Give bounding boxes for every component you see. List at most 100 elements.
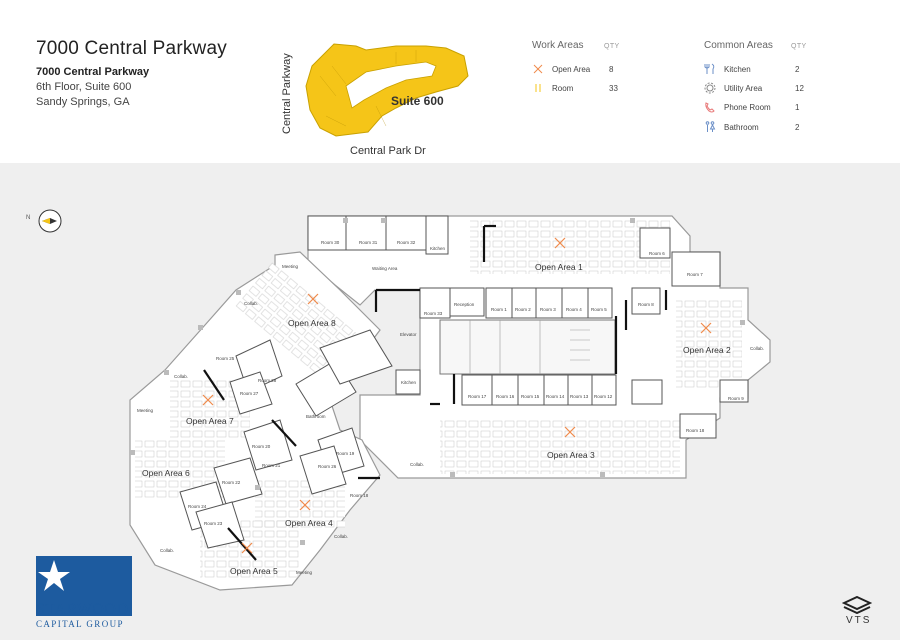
open-area-6-label: Open Area 6 <box>142 468 190 478</box>
room-10 <box>679 413 717 439</box>
room-17 <box>461 374 493 406</box>
room-23 <box>195 501 245 549</box>
work-areas-legend: Work Areas QTY Open Area 8 Room 33 <box>532 40 652 110</box>
legend-qty: 12 <box>795 84 804 93</box>
room-6-label: Room 6 <box>649 251 665 256</box>
room-22 <box>213 457 263 505</box>
room-20-label: Room 20 <box>252 444 271 449</box>
room-8 <box>631 287 661 315</box>
legend-item-open-area: Open Area <box>532 63 590 75</box>
room-17-label: Room 17 <box>468 394 487 399</box>
room-16-label: Room 16 <box>496 394 515 399</box>
legend-item-room: Room <box>532 82 573 94</box>
starwood-logo <box>36 556 132 616</box>
floor-plan: Open Area 1 Open Area 2 Open Area 3 Open… <box>129 215 771 591</box>
room-5-label: Room 5 <box>591 307 607 312</box>
room-7 <box>671 251 721 287</box>
room-14 <box>543 374 569 406</box>
suite-label: Suite 600 <box>391 94 444 108</box>
legend-item-utility: Utility Area <box>704 82 762 94</box>
desk-field <box>470 218 670 274</box>
room-23-label: Room 23 <box>204 521 223 526</box>
room-19-label: Room 19 <box>336 451 355 456</box>
logo-line-2: CAPITAL GROUP <box>36 619 124 629</box>
room-31 <box>345 215 387 251</box>
room-1-label: Room 1 <box>491 307 507 312</box>
street-vertical-label: Central Parkway <box>281 53 293 134</box>
vts-logo-icon <box>841 595 873 619</box>
room-18-label: Room 18 <box>350 493 369 498</box>
open-area-icon <box>532 63 544 75</box>
room-30 <box>307 215 347 251</box>
room-4 <box>561 287 589 319</box>
open-area-8-label: Open Area 8 <box>288 318 336 328</box>
room-1 <box>485 287 513 319</box>
room-25-label: Room 25 <box>216 356 235 361</box>
room-11 <box>631 379 663 405</box>
room-18-east-label: Room 18 <box>686 428 705 433</box>
collab-south-label: Collab. <box>160 548 174 553</box>
room-33-label: Room 33 <box>424 311 443 316</box>
waiting-area-label: Waiting Area <box>372 266 398 271</box>
room-7-label: Room 7 <box>687 272 703 277</box>
utility-icon <box>704 82 716 94</box>
legend-item-kitchen: Kitchen <box>704 63 751 75</box>
room-28-label: Room 28 <box>258 378 277 383</box>
desk-field <box>676 300 742 390</box>
logo-line-1: STARWOOD <box>36 601 129 618</box>
meeting-north-label: Meeting <box>282 264 299 269</box>
room-8-label: Room 8 <box>638 302 654 307</box>
collab-southeast-label: Collab. <box>334 534 348 539</box>
collab-east-label: Collab. <box>750 346 764 351</box>
room-24-label: Room 24 <box>188 504 207 509</box>
address-line-1: 7000 Central Parkway <box>36 66 150 78</box>
room-16 <box>491 374 519 406</box>
collab-center-label: Collab. <box>410 462 424 467</box>
room-22-label: Room 22 <box>222 480 241 485</box>
open-area-3-label: Open Area 3 <box>547 450 595 460</box>
common-areas-legend: Common Areas QTY Kitchen 2 Utility Area … <box>704 40 844 140</box>
room-27 <box>229 371 273 415</box>
desk-field <box>440 420 680 474</box>
room-13-label: Room 13 <box>570 394 589 399</box>
room-26-label: Room 26 <box>318 464 337 469</box>
room-2 <box>511 287 537 319</box>
legend-qty: 2 <box>795 123 800 132</box>
reception <box>449 287 485 317</box>
legend-label: Room <box>552 83 574 93</box>
room-9-label: Room 9 <box>728 396 744 401</box>
legend-qty: 33 <box>609 84 618 93</box>
meeting-west-label: Meeting <box>137 408 154 413</box>
legend-qty: 8 <box>609 65 614 74</box>
open-area-1-label: Open Area 1 <box>535 262 583 272</box>
building-core <box>439 319 616 375</box>
room-12 <box>591 374 617 406</box>
phone-icon <box>704 101 716 113</box>
header: 7000 Central Parkway 7000 Central Parkwa… <box>0 0 900 163</box>
collab-west-label: Collab. <box>174 374 188 379</box>
room-icon <box>532 82 544 94</box>
legend-item-bathroom: Bathroom <box>704 121 759 133</box>
street-horizontal-label: Central Park Dr <box>350 145 426 157</box>
room-27-label: Room 27 <box>240 391 259 396</box>
open-area-4-label: Open Area 4 <box>285 518 333 528</box>
meeting-room <box>319 329 393 385</box>
legend-label: Open Area <box>552 64 591 74</box>
room-5 <box>587 287 613 319</box>
common-areas-heading: Common Areas <box>704 40 773 51</box>
kitchen-core-label: Kitchen <box>401 380 417 385</box>
reception-label: Reception <box>454 302 475 307</box>
legend-label: Bathroom <box>724 122 759 132</box>
vts-logo-text: VTS <box>846 615 872 626</box>
kitchen-north-label: Kitchen <box>430 246 446 251</box>
bathroom-icon <box>704 121 716 133</box>
room-20 <box>243 419 293 471</box>
address-line-3: Sandy Springs, GA <box>36 96 130 108</box>
room-14-label: Room 14 <box>546 394 565 399</box>
room-13 <box>567 374 593 406</box>
kitchen-icon <box>704 63 716 75</box>
room-2-label: Room 2 <box>515 307 531 312</box>
common-areas-qty-heading: QTY <box>791 43 807 50</box>
room-9 <box>719 379 749 403</box>
room-18 <box>299 445 347 495</box>
